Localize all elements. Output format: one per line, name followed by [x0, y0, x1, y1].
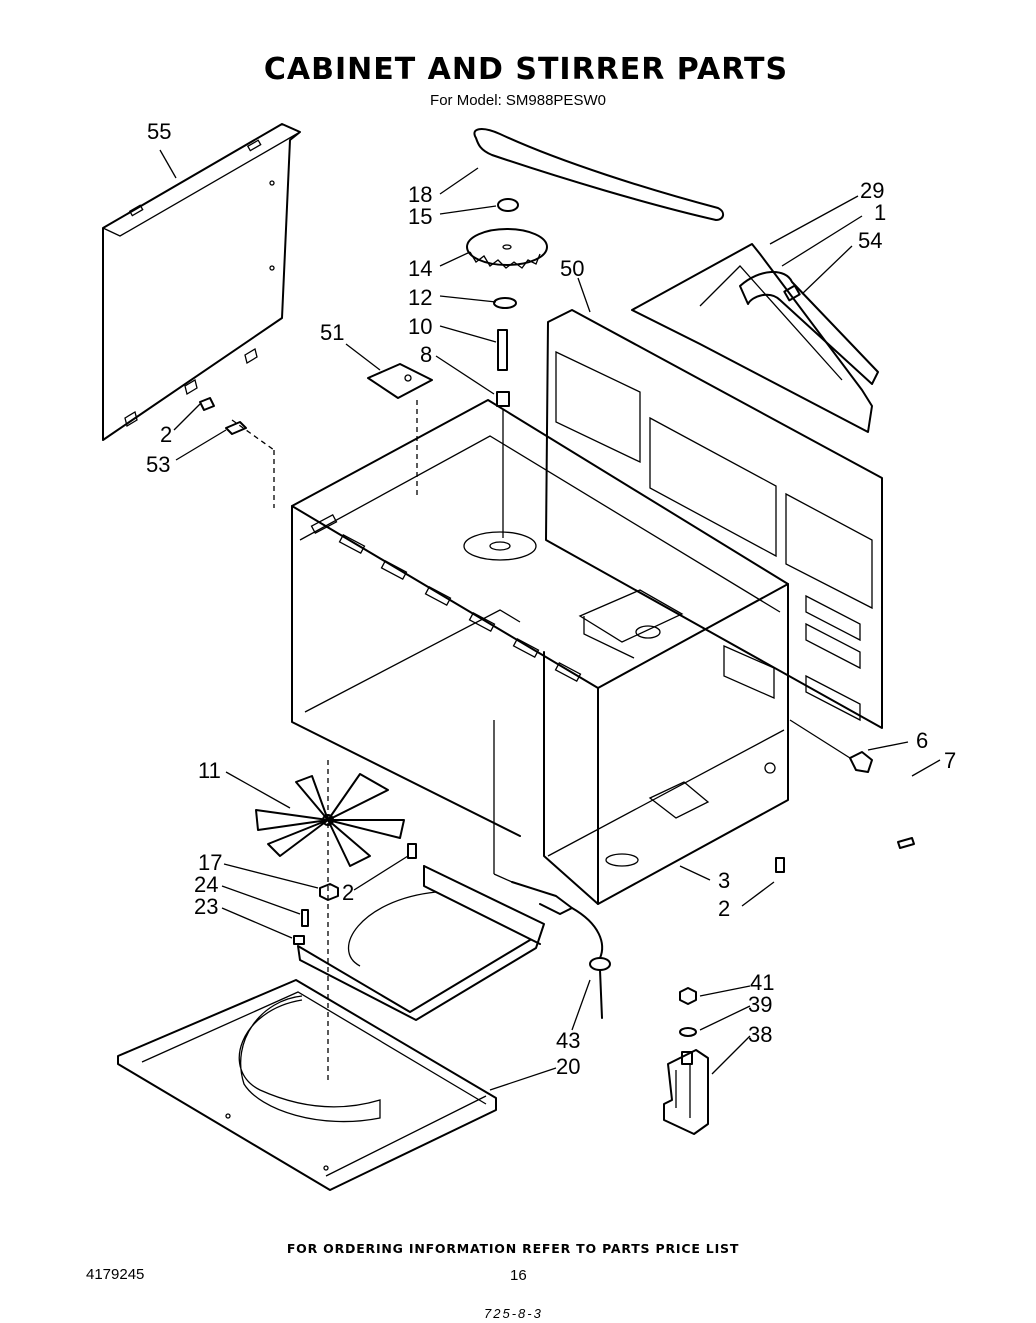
callout-38: 38: [748, 1022, 772, 1047]
callout-54: 54: [858, 228, 882, 253]
callout-51: 51: [320, 320, 344, 345]
callout-labels: 55 18 15 14 12 10 8 51 50 29 1 54 2 53 6…: [146, 119, 956, 1079]
page-title: CABINET AND STIRRER PARTS: [263, 52, 789, 87]
callout-1: 1: [874, 200, 886, 225]
model-subtitle: For Model: SM988PESW0: [430, 92, 606, 109]
page-number: 16: [510, 1267, 527, 1284]
callout-2-middle: 2: [342, 880, 354, 905]
part-29-top-duct: [631, 243, 873, 433]
leader-lines: [159, 149, 941, 1091]
air-duct-housing: [297, 865, 545, 1021]
callout-20: 20: [556, 1054, 580, 1079]
callout-53: 53: [146, 452, 170, 477]
callout-7: 7: [944, 748, 956, 773]
callout-3: 3: [718, 868, 730, 893]
callout-18: 18: [408, 182, 432, 207]
callout-11: 11: [198, 758, 221, 783]
callout-23: 23: [194, 894, 218, 919]
part-50-back-panel: [545, 309, 883, 729]
part-54-screw: [783, 284, 801, 302]
callout-39: 39: [748, 992, 772, 1017]
callout-10: 10: [408, 314, 432, 339]
callout-24: 24: [194, 872, 218, 897]
part-6-7-fasteners: [789, 719, 915, 849]
part-2-53-fasteners: [199, 397, 247, 435]
callout-8: 8: [420, 342, 432, 367]
part-55-cover-panel: [102, 123, 301, 441]
callout-55: 55: [147, 119, 171, 144]
callout-41: 41: [750, 970, 774, 995]
callout-29: 29: [860, 178, 884, 203]
revision-code: 725-8-3: [484, 1306, 543, 1321]
part-17-24-23-hardware: [293, 883, 339, 945]
callout-43: 43: [556, 1028, 580, 1053]
callout-12: 12: [408, 285, 432, 310]
stirrer-assembly: [466, 198, 548, 538]
part-18-gasket: [473, 128, 724, 221]
part-43-probe: [493, 720, 611, 1019]
callout-50: 50: [560, 256, 584, 281]
ordering-note: FOR ORDERING INFORMATION REFER TO PARTS …: [286, 1241, 740, 1256]
callout-14: 14: [408, 256, 432, 281]
callout-6: 6: [916, 728, 928, 753]
callout-2-right: 2: [718, 896, 730, 921]
callout-15: 15: [408, 204, 432, 229]
callout-17: 17: [198, 850, 222, 875]
part-11-fan-blade: [255, 760, 405, 1080]
document-number: 4179245: [86, 1266, 145, 1283]
part-51-shield-plate: [367, 363, 433, 495]
part-2-screws-lower: [407, 843, 785, 873]
part-20-base-plate: [117, 979, 497, 1191]
part-1-gasket-strip: [739, 270, 879, 385]
part-41-39-38-switch: [663, 987, 709, 1135]
part-3-cabinet-frame: [231, 399, 789, 905]
callout-2-upper: 2: [160, 422, 172, 447]
